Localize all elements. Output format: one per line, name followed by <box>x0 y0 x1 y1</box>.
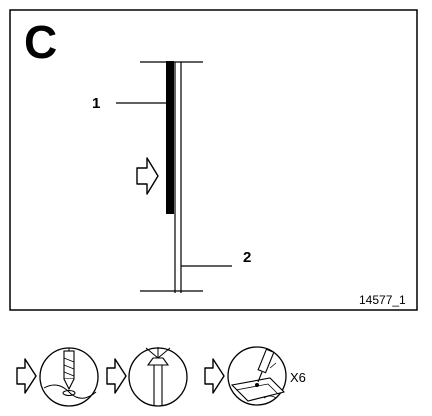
step-arrow-icon <box>106 358 127 394</box>
drill-icon <box>39 347 99 407</box>
panel-letter: C <box>24 16 57 68</box>
direction-arrow-icon <box>136 157 159 195</box>
step-arrow-icon <box>204 358 225 394</box>
repeat-count: X6 <box>290 370 306 385</box>
step-arrow-icon <box>16 358 37 394</box>
rivet-tool-icon <box>128 347 188 407</box>
reference-code: 14577_1 <box>359 293 406 307</box>
panel-frame <box>9 9 418 311</box>
callout-2-label: 2 <box>243 249 251 266</box>
sealant-application-icon <box>227 346 287 406</box>
applied-strip-part-1 <box>166 61 174 214</box>
callout-1-label: 1 <box>92 95 100 112</box>
